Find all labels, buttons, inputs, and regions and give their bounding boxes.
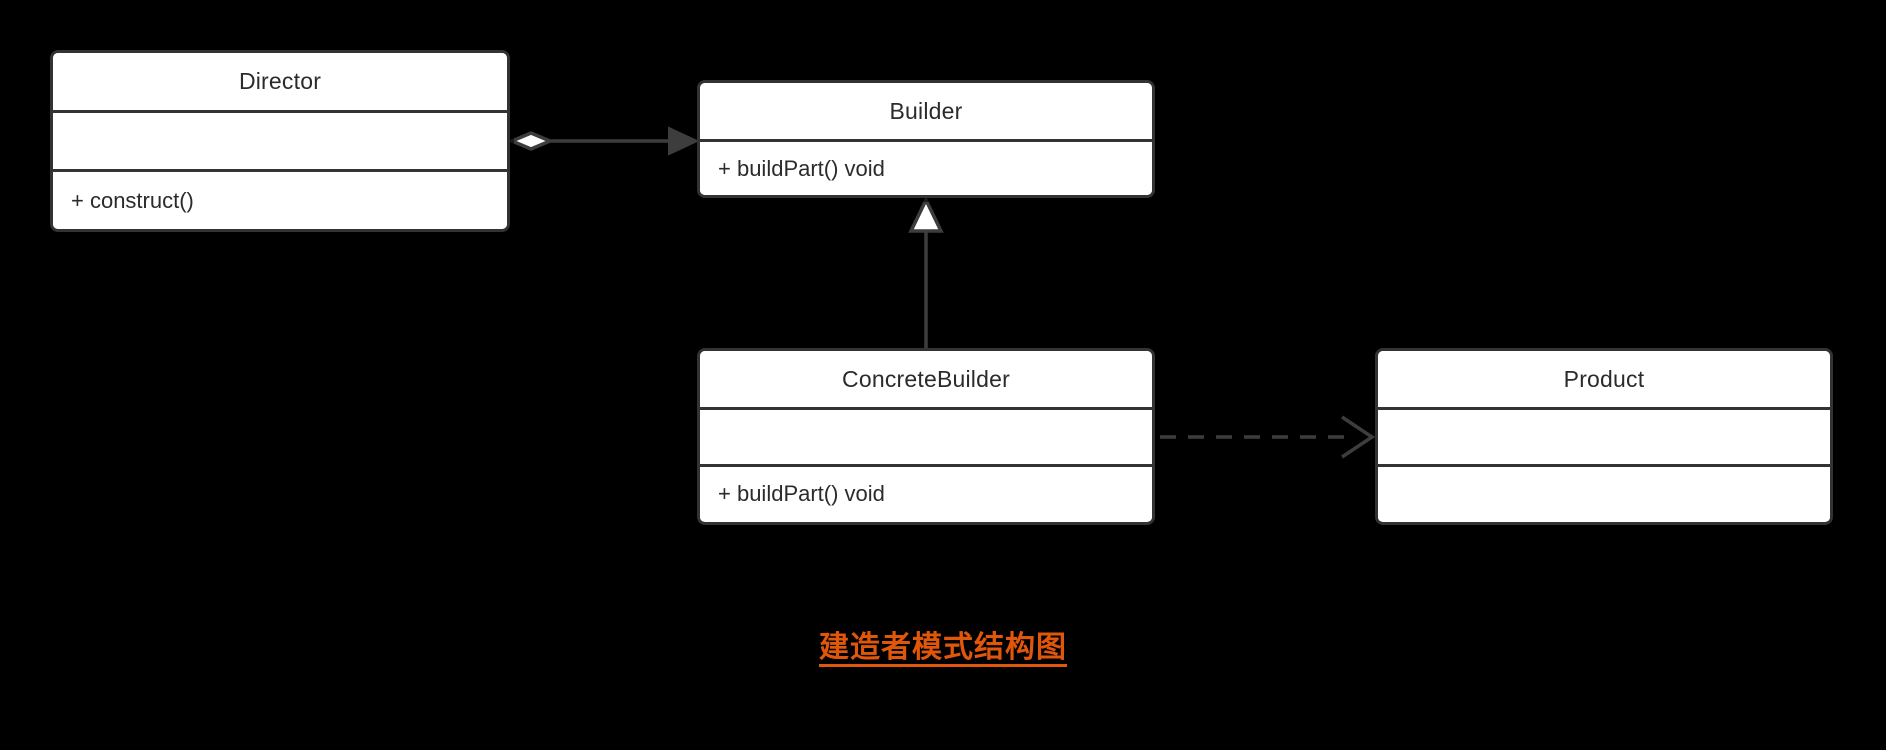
uml-class-director[interactable]: Director + construct() (50, 50, 510, 232)
relationship-aggregation-director-builder (507, 126, 700, 156)
diagram-caption: 建造者模式结构图 (0, 622, 1886, 666)
class-operations-builder: + buildPart() void (700, 139, 1152, 195)
uml-class-product[interactable]: Product (1375, 348, 1833, 525)
relationship-generalization-concretebuilder-builder (908, 195, 944, 348)
open-arrow-icon (1341, 415, 1376, 459)
class-name-text: Product (1563, 365, 1645, 392)
hollow-diamond-icon (507, 131, 555, 151)
diagram-caption-text[interactable]: 建造者模式结构图 (819, 630, 1067, 665)
class-operations-concretebuilder: + buildPart() void (700, 464, 1152, 521)
class-title-director: Director (53, 53, 507, 110)
filled-arrow-icon (668, 126, 700, 156)
class-title-concretebuilder: ConcreteBuilder (700, 351, 1152, 407)
class-attributes-concretebuilder (700, 407, 1152, 464)
class-title-product: Product (1378, 351, 1830, 407)
uml-class-concretebuilder[interactable]: ConcreteBuilder + buildPart() void (697, 348, 1155, 525)
class-name-text: ConcreteBuilder (842, 365, 1010, 392)
operations-text: + construct() (71, 187, 194, 213)
class-name-text: Builder (889, 97, 963, 124)
relationship-dependency-concretebuilder-product (1160, 415, 1376, 459)
class-operations-director: + construct() (53, 169, 507, 229)
uml-class-builder[interactable]: Builder + buildPart() void (697, 80, 1155, 198)
class-attributes-product (1378, 407, 1830, 464)
operations-text: + buildPart() void (718, 481, 885, 506)
class-name-text: Director (238, 68, 322, 94)
class-attributes-director (53, 110, 507, 169)
hollow-triangle-icon (908, 195, 944, 233)
class-operations-product (1378, 464, 1830, 521)
operations-text: + buildPart() void (718, 155, 885, 181)
class-title-builder: Builder (700, 83, 1152, 139)
